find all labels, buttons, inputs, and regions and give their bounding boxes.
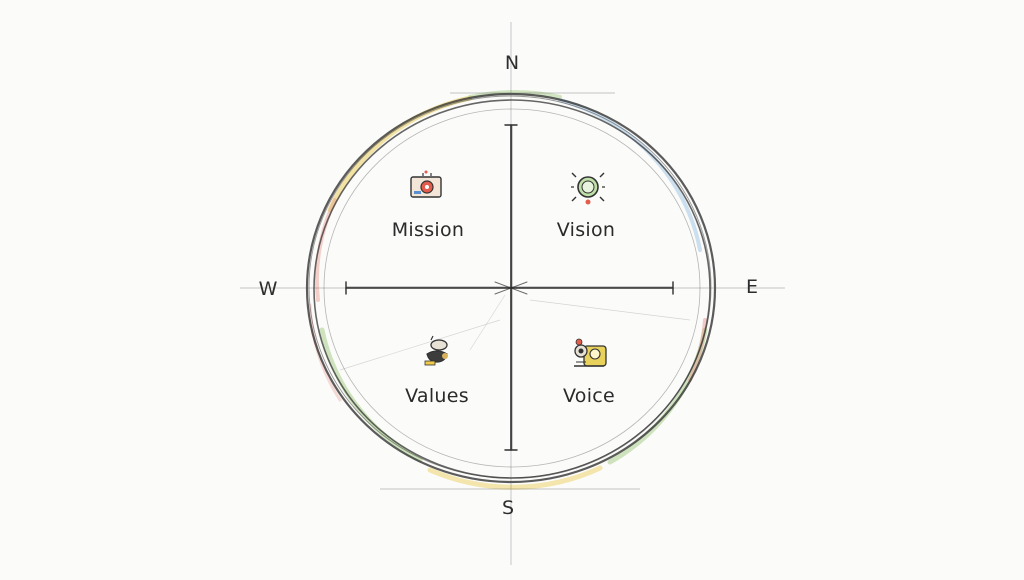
guide-lines (240, 22, 785, 565)
quadrant-label-mission: Mission (391, 219, 465, 241)
values-figure-icon (424, 335, 448, 366)
compass-east-label: E (745, 276, 759, 298)
compass-south-label: S (501, 497, 515, 519)
compass-west-label: W (258, 278, 278, 300)
voice-speaker-icon (574, 338, 607, 367)
quadrant-label-vision: Vision (556, 219, 616, 241)
compass-north-label: N (504, 52, 520, 74)
vision-lens-icon (571, 172, 605, 205)
compass-cross (345, 124, 674, 451)
mission-target-icon (410, 170, 442, 198)
compass-rings (305, 92, 717, 484)
quadrant-label-values: Values (405, 385, 469, 407)
quadrant-label-voice: Voice (562, 385, 616, 407)
